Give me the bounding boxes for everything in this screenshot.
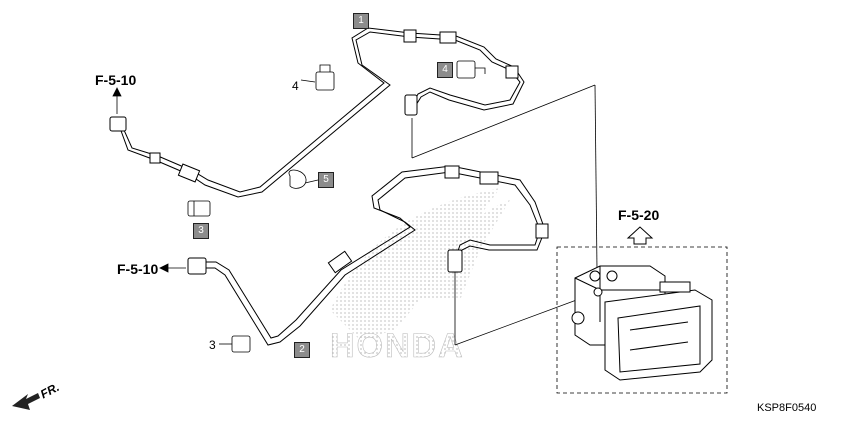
- part-number-2: 2: [294, 342, 310, 358]
- reference-f-5-10-top: F-5-10: [95, 72, 137, 88]
- pipe-fitting-top: [404, 94, 418, 116]
- pipe-fitting-left-2: [187, 257, 207, 275]
- reference-f-5-10-mid: F-5-10: [117, 261, 159, 277]
- brake-pipe-2: [187, 165, 549, 346]
- clip-part-4-upper: [315, 64, 335, 91]
- abs-modulator-dashed-box: [556, 246, 728, 394]
- honda-wing-watermark: [330, 188, 510, 340]
- clip-part-3-lower: [231, 335, 251, 353]
- part-number-1: 1: [353, 13, 369, 29]
- pipe-fitting-left: [109, 116, 127, 132]
- part-number-4: 4: [437, 62, 453, 78]
- up-arrow-icon: [626, 226, 654, 245]
- clip-part-3-upper: [187, 200, 211, 217]
- callout-4: 4: [292, 79, 299, 93]
- pipe-fitting-abs-2: [447, 249, 463, 273]
- drawing-code: KSP8F0540: [757, 402, 817, 414]
- front-direction-arrow-icon: [12, 393, 40, 410]
- part-number-5: 5: [318, 172, 334, 188]
- abs-modulator-unit: [571, 265, 713, 381]
- reference-f-5-20: F-5-20: [618, 207, 660, 223]
- clip-part-4-right: [456, 60, 486, 79]
- brake-pipe-1: [109, 27, 525, 198]
- honda-watermark-text: HONDA: [330, 327, 465, 365]
- callout-3: 3: [209, 338, 216, 352]
- clip-part-5: [288, 169, 307, 189]
- part-number-3: 3: [193, 223, 209, 239]
- leader-lines: [112, 79, 598, 346]
